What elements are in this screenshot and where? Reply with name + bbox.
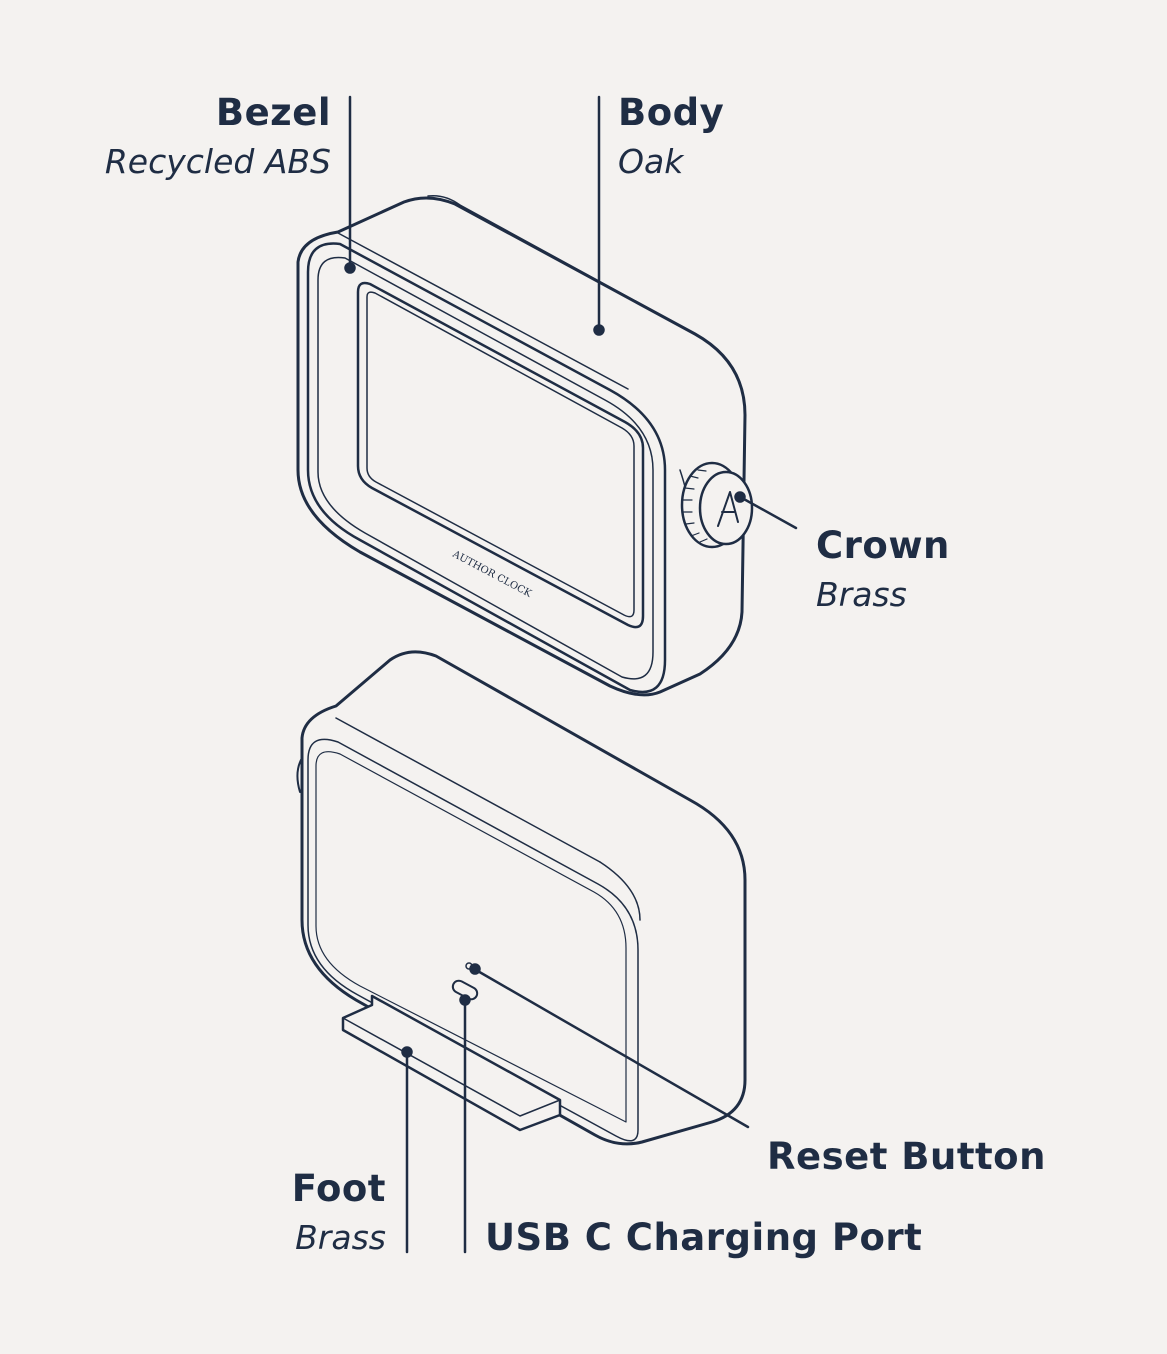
body-name: Body xyxy=(618,91,725,134)
bezel-label: Bezel Recycled ABS xyxy=(105,94,331,178)
crown-knob xyxy=(680,461,754,549)
body-label: Body Oak xyxy=(618,94,724,178)
reset-label: Reset Button xyxy=(767,1138,1046,1175)
clock-back-view xyxy=(296,650,747,1146)
reset-name: Reset Button xyxy=(767,1135,1046,1178)
clock-front-view: AUTHOR CLOCK xyxy=(296,194,747,697)
body-material: Oak xyxy=(618,142,684,181)
front-body-outline xyxy=(296,196,747,697)
crown-peek xyxy=(296,757,303,793)
back-body-outline xyxy=(300,650,747,1146)
back-panel-outer xyxy=(307,738,639,1142)
foot-plate xyxy=(341,994,562,1132)
foot-label: Foot Brass xyxy=(292,1170,386,1254)
bezel-name: Bezel xyxy=(215,91,331,134)
foot-material: Brass xyxy=(295,1218,386,1257)
foot-name: Foot xyxy=(291,1167,386,1210)
bezel-inner xyxy=(317,256,654,680)
crown-leader xyxy=(740,496,798,530)
bezel-material: Recycled ABS xyxy=(104,142,331,181)
usb-label: USB C Charging Port xyxy=(485,1219,922,1256)
display-window-inner xyxy=(366,291,635,618)
engraving-text: AUTHOR CLOCK xyxy=(450,548,534,600)
front-body-top-edge xyxy=(337,232,629,390)
crown-logo-icon xyxy=(717,491,739,527)
bezel-outer xyxy=(306,242,667,694)
crown-material: Brass xyxy=(816,575,907,614)
back-body-top-edge xyxy=(335,717,601,863)
crown-label: Crown Brass xyxy=(816,527,950,611)
crown-name: Crown xyxy=(816,524,950,567)
usb-name: USB C Charging Port xyxy=(485,1216,923,1259)
back-panel-inner xyxy=(315,751,627,1123)
reset-leader xyxy=(474,968,750,1129)
display-window-outer xyxy=(356,281,645,629)
